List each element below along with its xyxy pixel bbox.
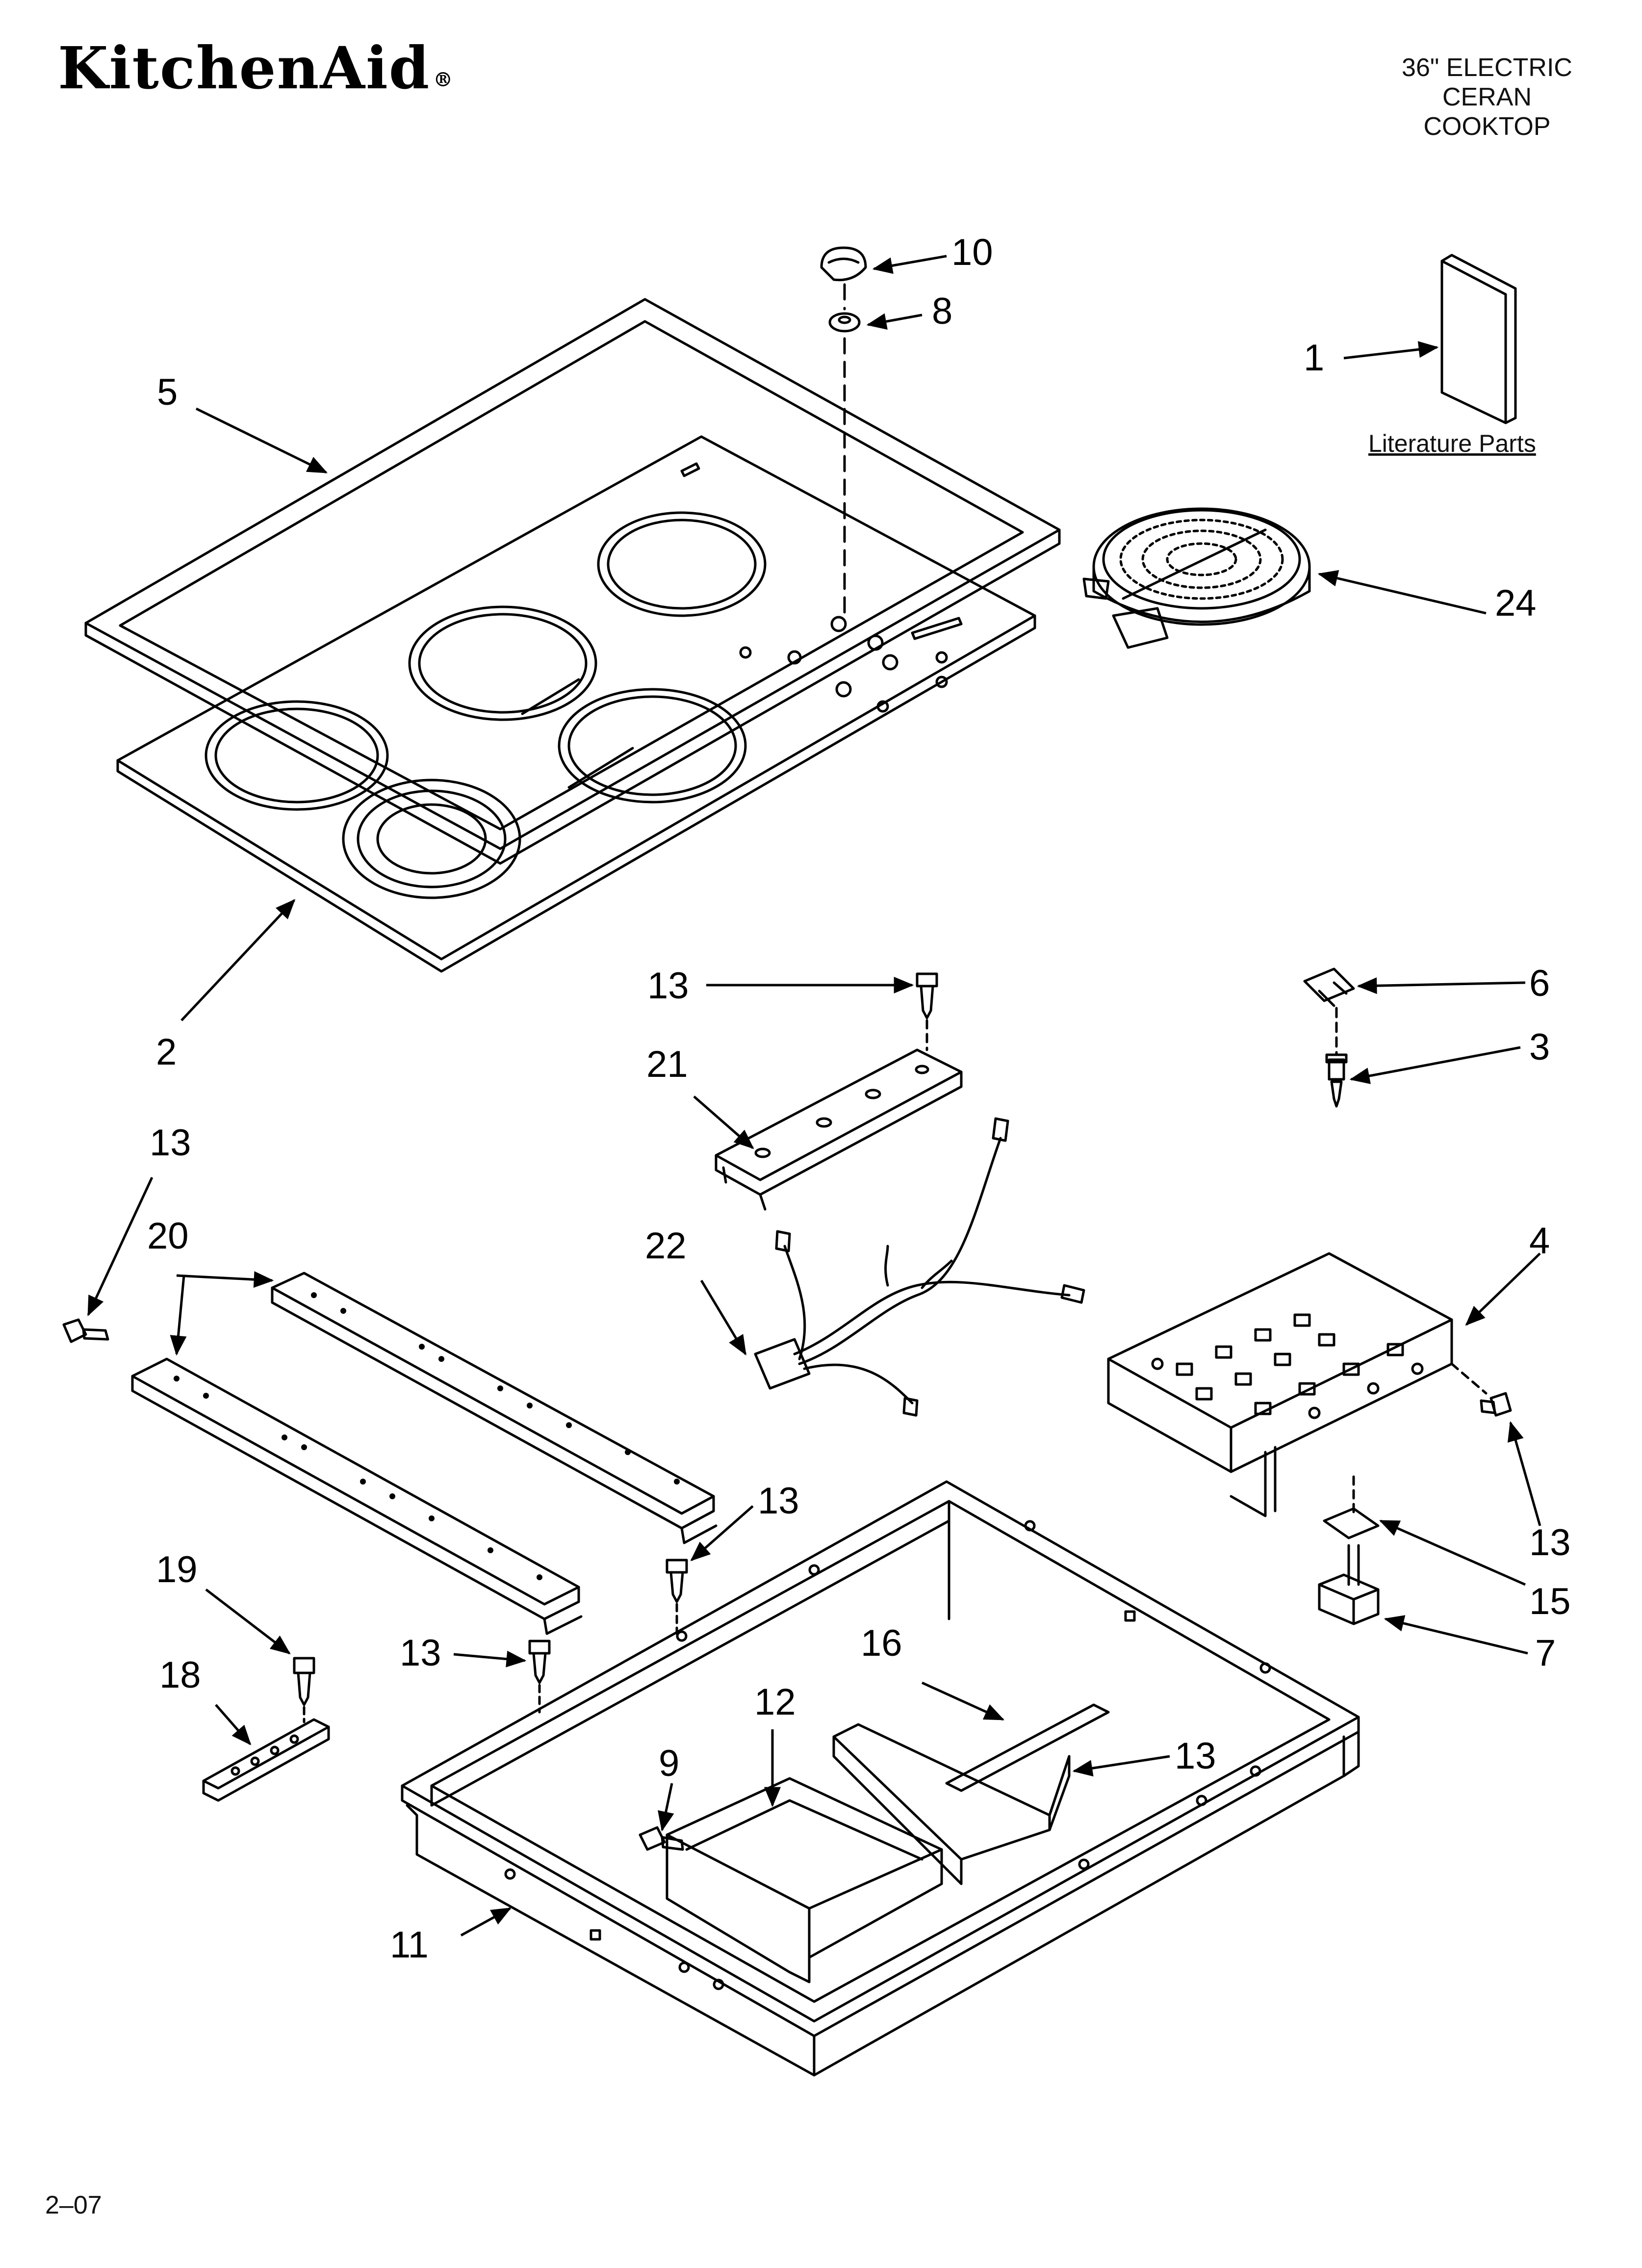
- callout-5: 5: [157, 371, 178, 413]
- screw-part-19: [293, 1657, 315, 1706]
- callout-12: 12: [754, 1681, 796, 1723]
- literature-parts-label: Literature Parts: [1368, 430, 1536, 457]
- page-code: 2–07: [45, 2191, 102, 2219]
- callout-15: 15: [1529, 1581, 1571, 1622]
- screw-part-14-e: [528, 1640, 551, 1684]
- callout-10: 10: [951, 232, 993, 273]
- switch-part-7: [1318, 1544, 1380, 1625]
- callout-9: 9: [659, 1743, 679, 1784]
- insulation-part-16: [945, 1703, 1110, 1792]
- shield-part-13: [832, 1723, 1071, 1885]
- rail-part-20-upper: [271, 1272, 718, 1544]
- callout-14-top: 13: [647, 965, 689, 1007]
- kitchenaid-logo: KitchenAid®: [58, 34, 454, 102]
- rail-perforations: [174, 1292, 680, 1580]
- screw-part-14-c: [1480, 1392, 1512, 1417]
- bracket-part-12: [666, 1777, 943, 1983]
- callout-2: 2: [156, 1031, 177, 1073]
- callout-14-lower: 13: [400, 1632, 441, 1674]
- callout-24: 24: [1495, 582, 1537, 624]
- callout-18: 18: [159, 1654, 201, 1696]
- bracket-part-18: [202, 1718, 330, 1802]
- wiring-harness-part-22: [754, 1117, 1085, 1417]
- screw-part-3: [1325, 1053, 1348, 1108]
- rail-part-20-lower: [131, 1357, 583, 1635]
- base-pan-part-11: [401, 1480, 1360, 2077]
- screw-part-9: [639, 1826, 684, 1851]
- callout-6: 6: [1529, 963, 1550, 1004]
- callout-21: 21: [646, 1043, 688, 1085]
- callout-7: 7: [1535, 1632, 1556, 1674]
- callout-20: 20: [147, 1215, 189, 1257]
- clip-part-6: [1303, 967, 1355, 1007]
- trim-frame-part-5: [84, 298, 1061, 865]
- title-line-2: CERAN: [1442, 83, 1532, 111]
- document-title: 36" ELECTRIC CERAN COOKTOP: [1374, 53, 1600, 141]
- plate-part-15: [1323, 1507, 1380, 1539]
- callout-3: 3: [1529, 1026, 1550, 1068]
- box-screw-alignment: [1450, 1362, 1488, 1395]
- bracket-part-21: [715, 1048, 963, 1211]
- callout-numbers: 10 8 1 5 24 2 13 6 3 21 13 20 22 4 13 13…: [147, 232, 1571, 1966]
- callout-22: 22: [645, 1225, 687, 1267]
- radiant-element-part-24: [1082, 507, 1311, 649]
- glass-cooktop-part-2: [116, 435, 1036, 973]
- callout-11: 11: [390, 1924, 429, 1966]
- callout-4: 4: [1529, 1220, 1550, 1262]
- callout-1: 1: [1304, 337, 1324, 379]
- title-line-3: COOKTOP: [1423, 112, 1551, 141]
- literature-part-1: [1440, 254, 1517, 424]
- callout-14-left: 13: [150, 1122, 191, 1164]
- washer-part-8: [828, 312, 861, 333]
- callout-13: 13: [1175, 1735, 1216, 1777]
- callout-14-mid: 13: [758, 1480, 799, 1522]
- screw-part-14-a: [916, 972, 938, 1019]
- title-line-1: 36" ELECTRIC: [1402, 53, 1572, 82]
- callout-16: 16: [861, 1622, 902, 1664]
- screw-part-14-b: [62, 1318, 109, 1343]
- control-box-part-4: [1107, 1252, 1453, 1517]
- callout-14-right: 13: [1529, 1522, 1571, 1564]
- callout-8: 8: [932, 290, 952, 332]
- knob-part-10: [820, 246, 867, 282]
- screw-part-14-d: [666, 1559, 688, 1603]
- callout-19: 19: [156, 1549, 198, 1590]
- callout-leaders: [87, 255, 1541, 1937]
